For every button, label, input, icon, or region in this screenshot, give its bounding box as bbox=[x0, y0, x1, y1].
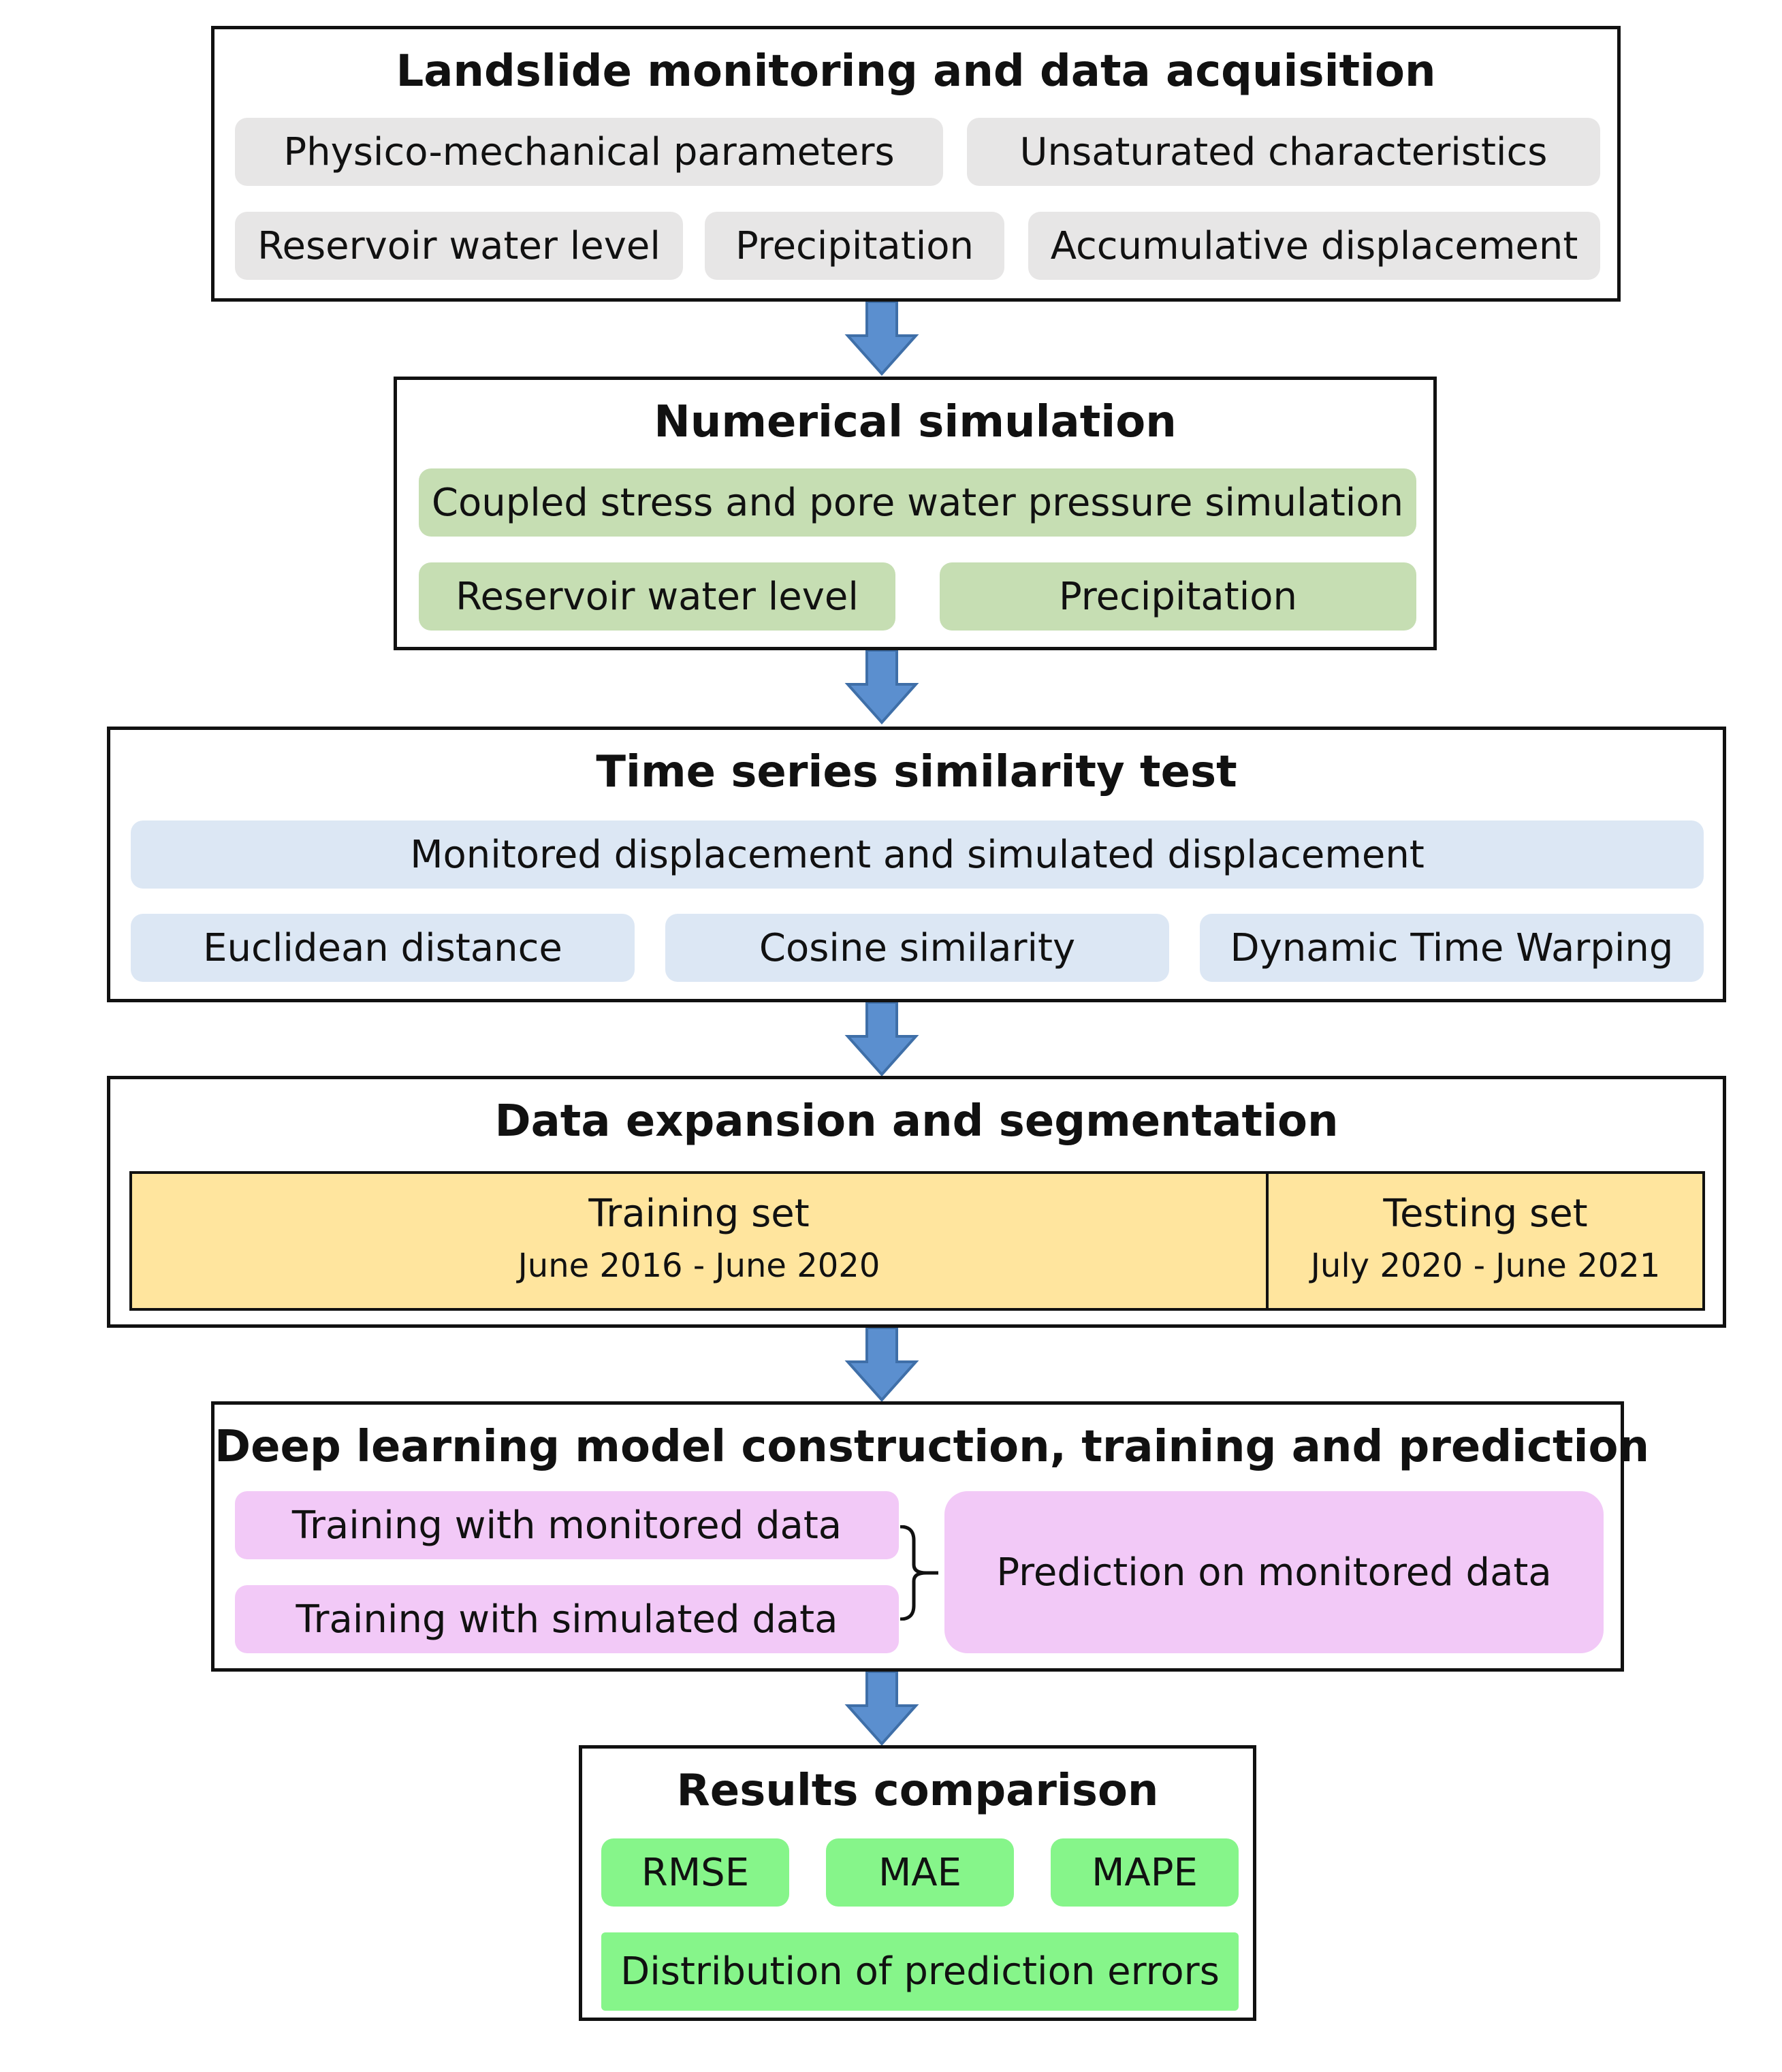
stage-title: Numerical simulation bbox=[654, 397, 1177, 447]
pill-coupled-simulation: Coupled stress and pore water pressure s… bbox=[419, 468, 1416, 537]
pill-training-simulated: Training with simulated data bbox=[235, 1585, 899, 1653]
stage-title: Time series similarity test bbox=[596, 747, 1237, 797]
testing-set-label: Testing set bbox=[1383, 1192, 1588, 1236]
stage-deep-learning-model: Deep learning model construction, traini… bbox=[211, 1401, 1650, 1672]
pill-cosine-similarity: Cosine similarity bbox=[665, 914, 1169, 982]
pill-monitored-vs-simulated: Monitored displacement and simulated dis… bbox=[131, 820, 1704, 889]
stage-time-series-similarity: Time series similarity test Monitored di… bbox=[107, 727, 1726, 1002]
pill-unsaturated-characteristics: Unsaturated characteristics bbox=[967, 118, 1600, 186]
pill-rmse: RMSE bbox=[601, 1838, 789, 1907]
down-arrow-icon bbox=[844, 1328, 919, 1403]
stage-landslide-monitoring: Landslide monitoring and data acquisitio… bbox=[211, 26, 1621, 302]
training-set-period: June 2016 - June 2020 bbox=[518, 1247, 880, 1285]
pill-distribution-errors: Distribution of prediction errors bbox=[601, 1932, 1239, 2011]
down-arrow-icon bbox=[844, 302, 919, 377]
pill-precipitation: Precipitation bbox=[940, 562, 1416, 631]
pill-prediction-monitored: Prediction on monitored data bbox=[944, 1491, 1604, 1653]
down-arrow-icon bbox=[844, 1672, 919, 1747]
pill-physico-mechanical-parameters: Physico-mechanical parameters bbox=[235, 118, 943, 186]
stage-numerical-simulation: Numerical simulation Coupled stress and … bbox=[394, 377, 1437, 650]
training-set-label: Training set bbox=[588, 1192, 810, 1236]
pill-accumulative-displacement: Accumulative displacement bbox=[1028, 212, 1600, 280]
testing-set-period: July 2020 - June 2021 bbox=[1310, 1247, 1661, 1285]
stage-title: Deep learning model construction, traini… bbox=[214, 1422, 1650, 1472]
pill-mae: MAE bbox=[826, 1838, 1014, 1907]
pill-reservoir-water-level: Reservoir water level bbox=[235, 212, 683, 280]
pill-reservoir-water-level: Reservoir water level bbox=[419, 562, 895, 631]
pill-dynamic-time-warping: Dynamic Time Warping bbox=[1200, 914, 1704, 982]
pill-training-monitored: Training with monitored data bbox=[235, 1491, 899, 1559]
stage-title: Landslide monitoring and data acquisitio… bbox=[396, 46, 1436, 97]
pill-mape: MAPE bbox=[1051, 1838, 1239, 1907]
stage-title: Results comparison bbox=[676, 1766, 1159, 1816]
stage-title: Data expansion and segmentation bbox=[494, 1096, 1339, 1147]
pill-euclidean-distance: Euclidean distance bbox=[131, 914, 635, 982]
stage-data-expansion-segmentation: Data expansion and segmentation Training… bbox=[107, 1076, 1726, 1328]
stage-results-comparison: Results comparison RMSE MAE MAPE Distrib… bbox=[579, 1745, 1256, 2021]
pill-precipitation: Precipitation bbox=[705, 212, 1004, 280]
bracket-icon bbox=[900, 1525, 938, 1621]
training-set-cell: Training set June 2016 - June 2020 bbox=[129, 1171, 1269, 1311]
down-arrow-icon bbox=[844, 1002, 919, 1077]
down-arrow-icon bbox=[844, 650, 919, 725]
testing-set-cell: Testing set July 2020 - June 2021 bbox=[1266, 1171, 1705, 1311]
